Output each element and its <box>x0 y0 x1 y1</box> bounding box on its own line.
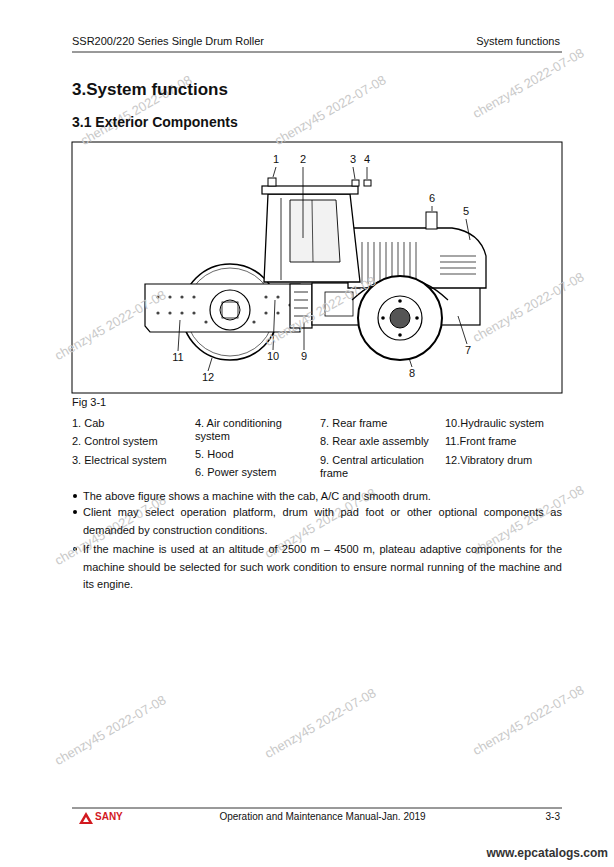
legend-item: 5. Hood <box>195 448 315 461</box>
watermark: chenzy45 2022-07-08 <box>272 72 388 148</box>
footer-text: Operation and Maintenance Manual-Jan. 20… <box>200 811 445 824</box>
note-text: The above figure shows a machine with th… <box>83 488 562 506</box>
callout-number: 9 <box>296 350 312 364</box>
legend-item: 6. Power system <box>195 466 315 479</box>
callout-number: 2 <box>295 153 311 167</box>
callout-number: 8 <box>404 367 420 381</box>
callout-number: 6 <box>424 192 440 206</box>
brand-logo: SANY <box>95 811 135 824</box>
watermark: chenzy45 2022-07-08 <box>262 685 378 761</box>
header-text: System functions <box>400 35 560 49</box>
watermark: chenzy45 2022-07-08 <box>52 692 168 768</box>
callout-number: 7 <box>460 344 476 358</box>
legend-item: 3. Electrical system <box>72 454 190 467</box>
header-text: SSR200/220 Series Single Drum Roller <box>72 35 372 49</box>
callout-number: 10 <box>265 350 281 364</box>
source-url: www.epcatalogs.com <box>420 846 608 861</box>
legend-item: 2. Control system <box>72 435 190 448</box>
note-text: If the machine is used at an altitude of… <box>83 541 562 594</box>
callout-number: 5 <box>458 205 474 219</box>
legend-item: 10.Hydraulic system <box>445 417 562 430</box>
watermark: chenzy45 2022-07-08 <box>470 269 586 345</box>
callout-number: 3 <box>345 153 361 167</box>
legend-item: 11.Front frame <box>445 435 562 448</box>
legend-item: 4. Air conditioning system <box>195 417 315 443</box>
note-text: Client may select operation platform, dr… <box>83 504 562 539</box>
legend-item: 1. Cab <box>72 417 190 430</box>
page-number: 3-3 <box>510 811 560 824</box>
callout-number: 12 <box>200 371 216 385</box>
callout-number: 1 <box>268 153 284 167</box>
watermark: chenzy45 2022-07-08 <box>470 45 586 121</box>
watermark: chenzy45 2022-07-08 <box>470 682 586 758</box>
legend-item: 8. Rear axle assembly <box>320 435 442 448</box>
figure-caption: Fig 3-1 <box>72 396 172 410</box>
legend-item: 7. Rear frame <box>320 417 442 430</box>
subsection-title: 3.1 Exterior Components <box>72 114 372 132</box>
legend-item: 12.Vibratory drum <box>445 454 562 467</box>
section-title: 3.System functions <box>72 79 472 100</box>
callout-number: 11 <box>170 351 186 365</box>
legend-item: 9. Central articulation frame <box>320 454 442 480</box>
callout-number: 4 <box>359 153 375 167</box>
